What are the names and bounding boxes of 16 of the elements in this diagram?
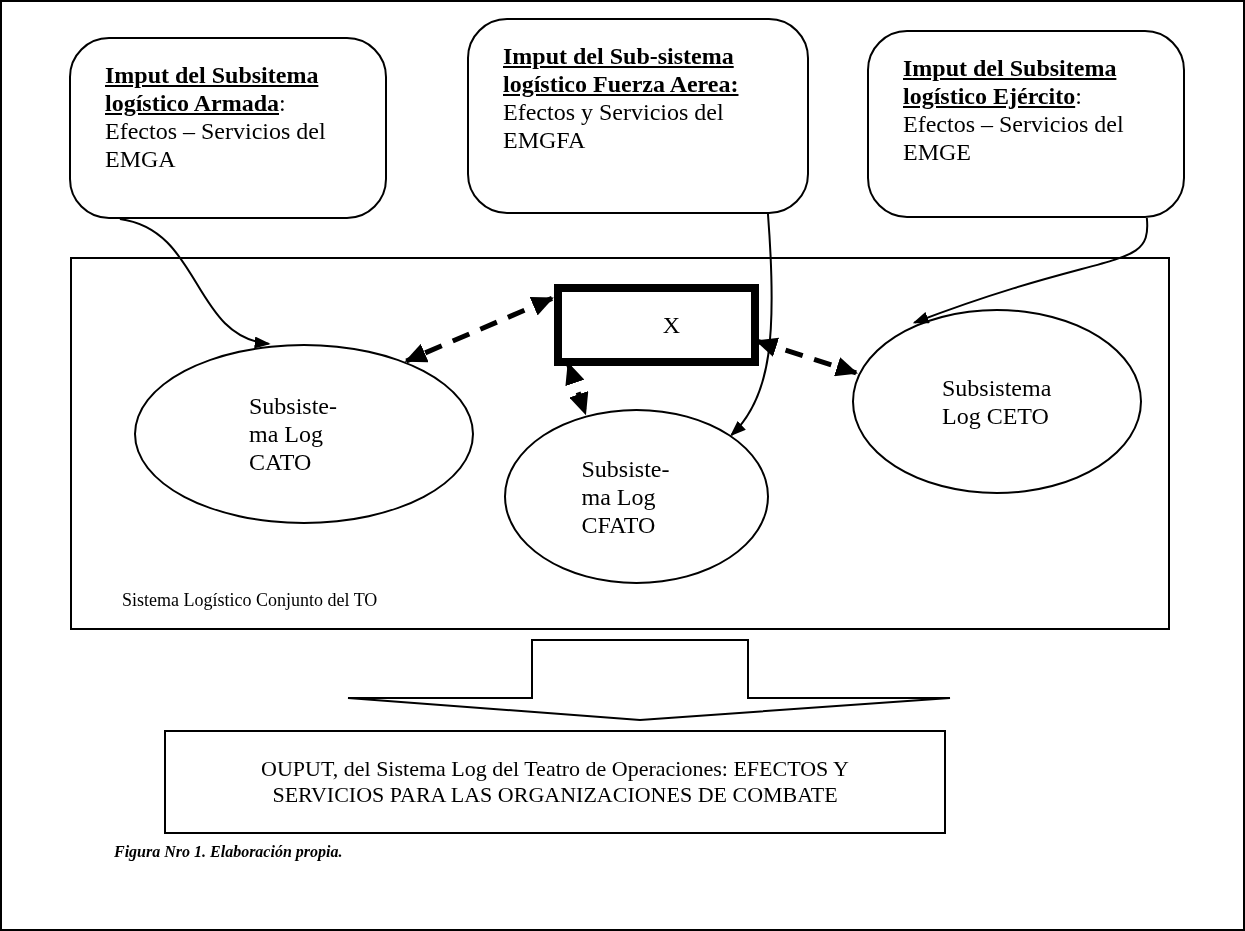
process-box: X — [554, 284, 759, 366]
caption: Figura Nro 1. Elaboración propia. — [114, 842, 343, 863]
block-arrow — [347, 639, 951, 721]
output-box: OUPUT, del Sistema Log del Teatro de Operaciones: EFECTOS Y SERVICIOS PARA LAS ORGANIZACIONES DE COMBATE — [164, 730, 946, 834]
arrow — [404, 296, 554, 364]
input-box: Imput del Subsitema logístico Ejército: Efectos – Servicios del EMGE — [867, 30, 1185, 218]
system-frame — [70, 257, 1170, 630]
arrow — [118, 218, 271, 347]
input-box: Imput del Sub-sistema logístico Fuerza Aerea: Efectos y Servicios del EMGFA — [467, 18, 809, 214]
input-box: Imput del Subsitema logístico Armada: Efectos – Servicios del EMGA — [69, 37, 387, 219]
arrow — [730, 213, 773, 437]
subsystem-ellipse: Subsistema Log CETO — [852, 309, 1142, 494]
arrow — [912, 217, 1149, 324]
subsystem-ellipse: Subsiste-ma Log CATO — [134, 344, 474, 524]
subsystem-ellipse: Subsiste-ma Log CFATO — [504, 409, 769, 584]
system-label: Sistema Logístico Conjunto del TO — [122, 589, 378, 612]
